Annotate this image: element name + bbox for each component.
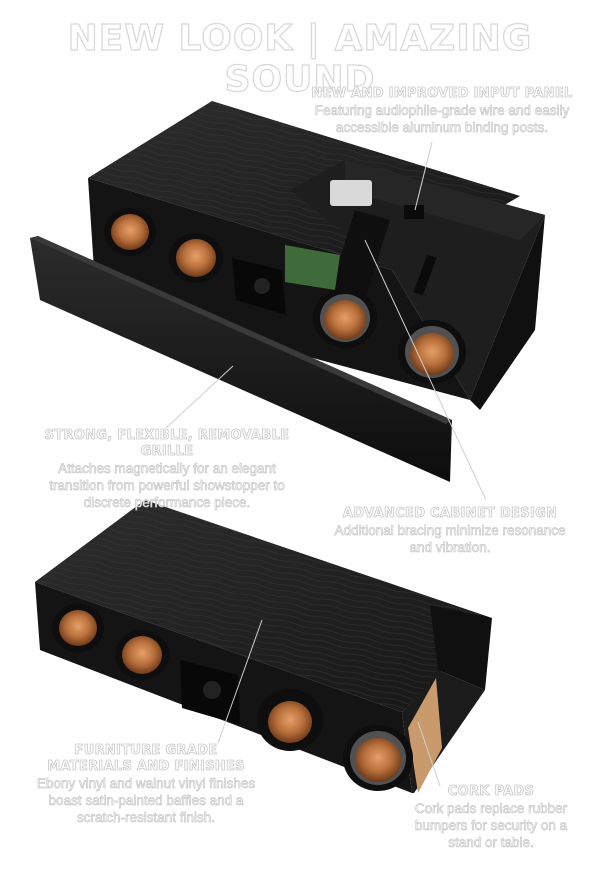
callout-body-line: Additional bracing minimize resonance <box>334 523 566 539</box>
callout-input-panel: NEW AND IMPROVED INPUT PANEL Featuring a… <box>292 86 592 136</box>
woofer-3-cone <box>324 300 366 340</box>
callout-body-line: Cork pads replace rubber <box>414 801 568 817</box>
callout-grille: STRONG, FLEXIBLE, REMOVABLE GRILLE Attac… <box>22 428 312 511</box>
woofer-1-cone <box>111 214 149 250</box>
callout-heading: FURNITURE GRADE <box>74 743 218 759</box>
woofer-2-cone <box>176 239 216 277</box>
callout-body-line: Attaches magnetically for an elegant <box>58 461 276 477</box>
callout-body-line: accessible aluminum binding posts. <box>335 120 549 136</box>
callout-heading: NEW AND IMPROVED INPUT PANEL <box>311 86 573 102</box>
callout-leaders <box>165 141 487 787</box>
callout-body-line: Featuring audiophile-grade wire and easi… <box>314 103 570 119</box>
leader-input-panel <box>414 141 433 211</box>
removable-grille <box>30 236 452 482</box>
callout-heading: MATERIALS AND FINISHES <box>47 759 245 775</box>
leader-cork <box>417 721 441 787</box>
callout-body-line: boast satin-painted baffles and a <box>48 793 244 809</box>
callout-furniture: FURNITURE GRADE MATERIALS AND FINISHES E… <box>18 743 274 826</box>
leader-cabinet <box>364 239 487 501</box>
callout-body-line: Ebony vinyl and walnut vinyl finishes <box>36 776 256 792</box>
bottom-woofer-3-cone <box>268 701 312 743</box>
callout-heading: ADVANCED CABINET DESIGN <box>342 506 558 522</box>
bottom-woofer-1-cone <box>59 610 97 646</box>
cork-pad <box>408 678 442 793</box>
callout-heading: CORK PADS <box>447 784 535 800</box>
callout-body-line: stand or table. <box>448 835 534 851</box>
bottom-woofer-4-cone <box>355 738 401 782</box>
callout-cork: CORK PADS Cork pads replace rubber bumpe… <box>396 784 586 851</box>
leader-grille <box>165 365 234 429</box>
bottom-woofer-2-cone <box>122 636 162 674</box>
callout-body-line: scratch-resistant finish. <box>76 810 216 826</box>
callout-body-line: transition from powerful showstopper to <box>49 478 285 494</box>
bottom-speaker <box>35 500 492 793</box>
top-speaker-cutaway <box>88 101 545 410</box>
callout-body-line: bumpers for security on a <box>414 818 568 834</box>
callout-cabinet: ADVANCED CABINET DESIGN Additional braci… <box>316 506 584 556</box>
callout-body-line: and vibration. <box>409 540 491 556</box>
page-title: NEW LOOK | AMAZING SOUND <box>67 17 533 100</box>
leader-furniture <box>217 619 263 744</box>
callout-body-line: discrete performance piece. <box>83 495 251 511</box>
callout-heading: STRONG, FLEXIBLE, REMOVABLE GRILLE <box>44 428 290 460</box>
woofer-4-cone <box>410 333 454 375</box>
